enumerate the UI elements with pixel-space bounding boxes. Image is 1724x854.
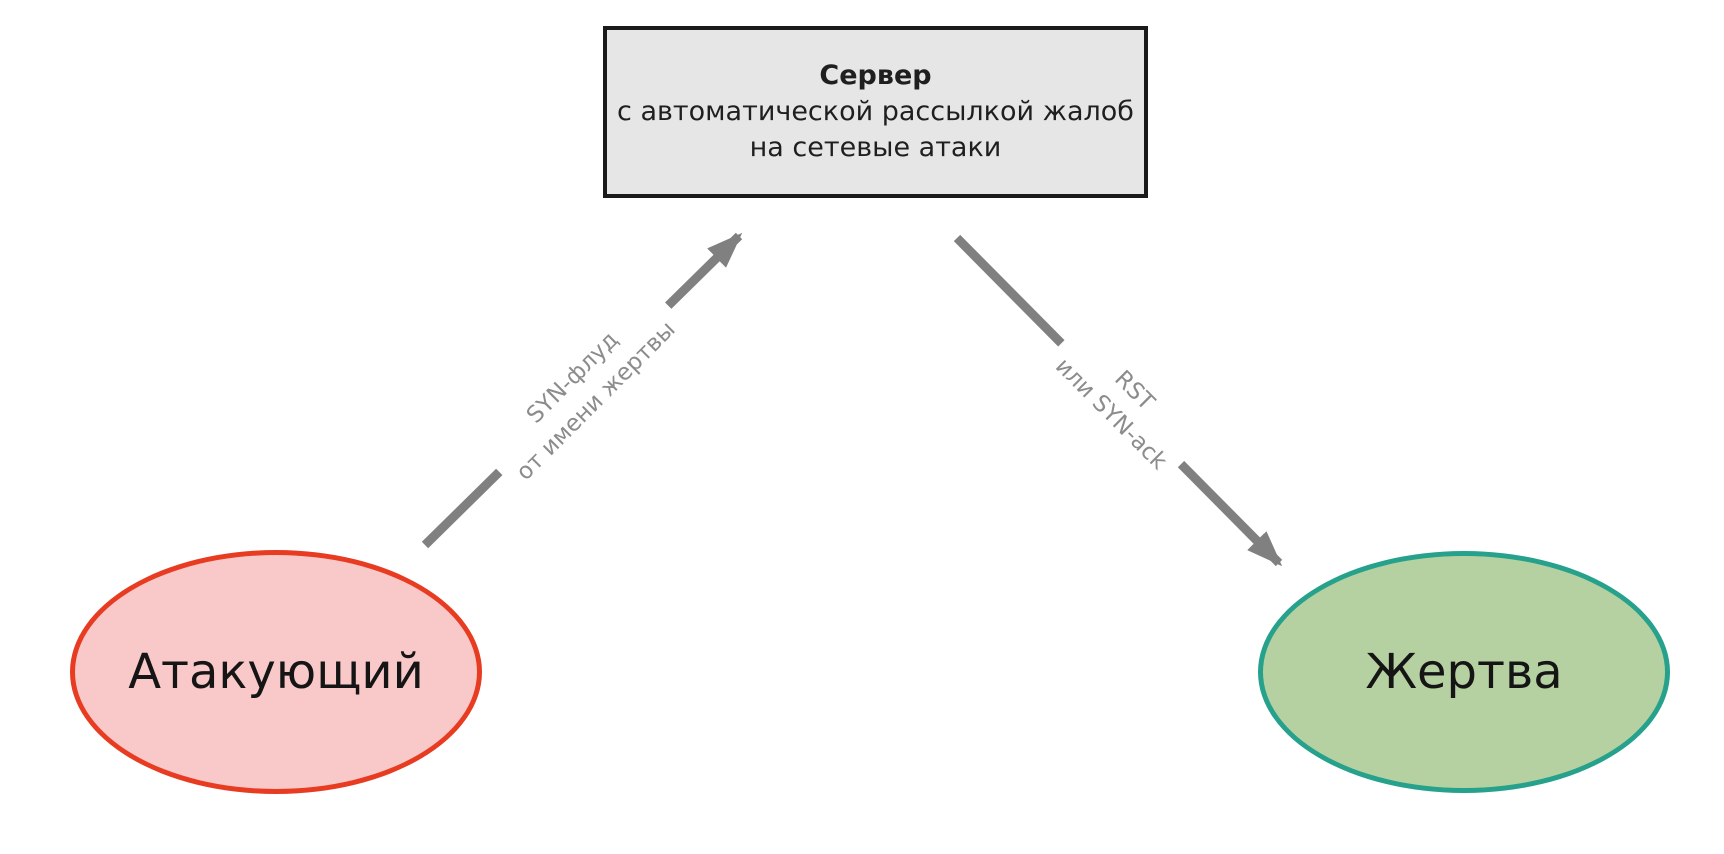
server-title: Сервер: [819, 60, 932, 92]
node-attacker: Атакующий: [70, 550, 482, 794]
node-victim: Жертва: [1258, 551, 1670, 793]
victim-label: Жертва: [1365, 644, 1563, 700]
server-subtitle-line2: на сетевые атаки: [749, 131, 1002, 163]
server-subtitle-line1: с автоматической рассылкой жалоб: [617, 96, 1134, 128]
attacker-label: Атакующий: [128, 644, 424, 700]
node-server: Сервер с автоматической рассылкой жалоб …: [603, 26, 1148, 198]
